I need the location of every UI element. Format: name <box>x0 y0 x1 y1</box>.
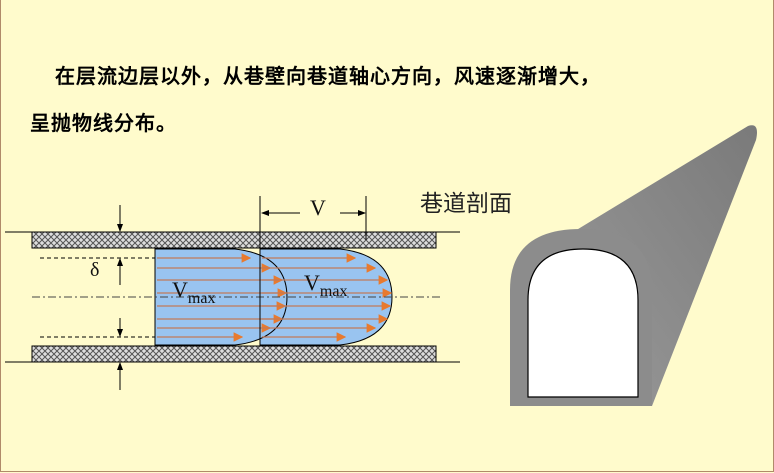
tunnel-section-illustration <box>510 125 757 406</box>
dimension-arrows <box>117 205 366 390</box>
vmax-label-2: Vmax <box>304 270 347 300</box>
tunnel-section-caption: 巷道剖面 <box>420 191 512 217</box>
delta-label: δ <box>90 259 99 281</box>
upper-wall <box>31 231 437 249</box>
vmax-label-1: Vmax <box>172 277 215 307</box>
velocity-label: V <box>310 195 326 220</box>
lower-wall <box>31 345 437 363</box>
description-line-1: 在层流边层以外，从巷壁向巷道轴心方向，风速逐渐增大， <box>55 64 601 88</box>
flow-arrows <box>157 253 393 342</box>
description-line-2: 呈抛物线分布。 <box>30 111 177 135</box>
